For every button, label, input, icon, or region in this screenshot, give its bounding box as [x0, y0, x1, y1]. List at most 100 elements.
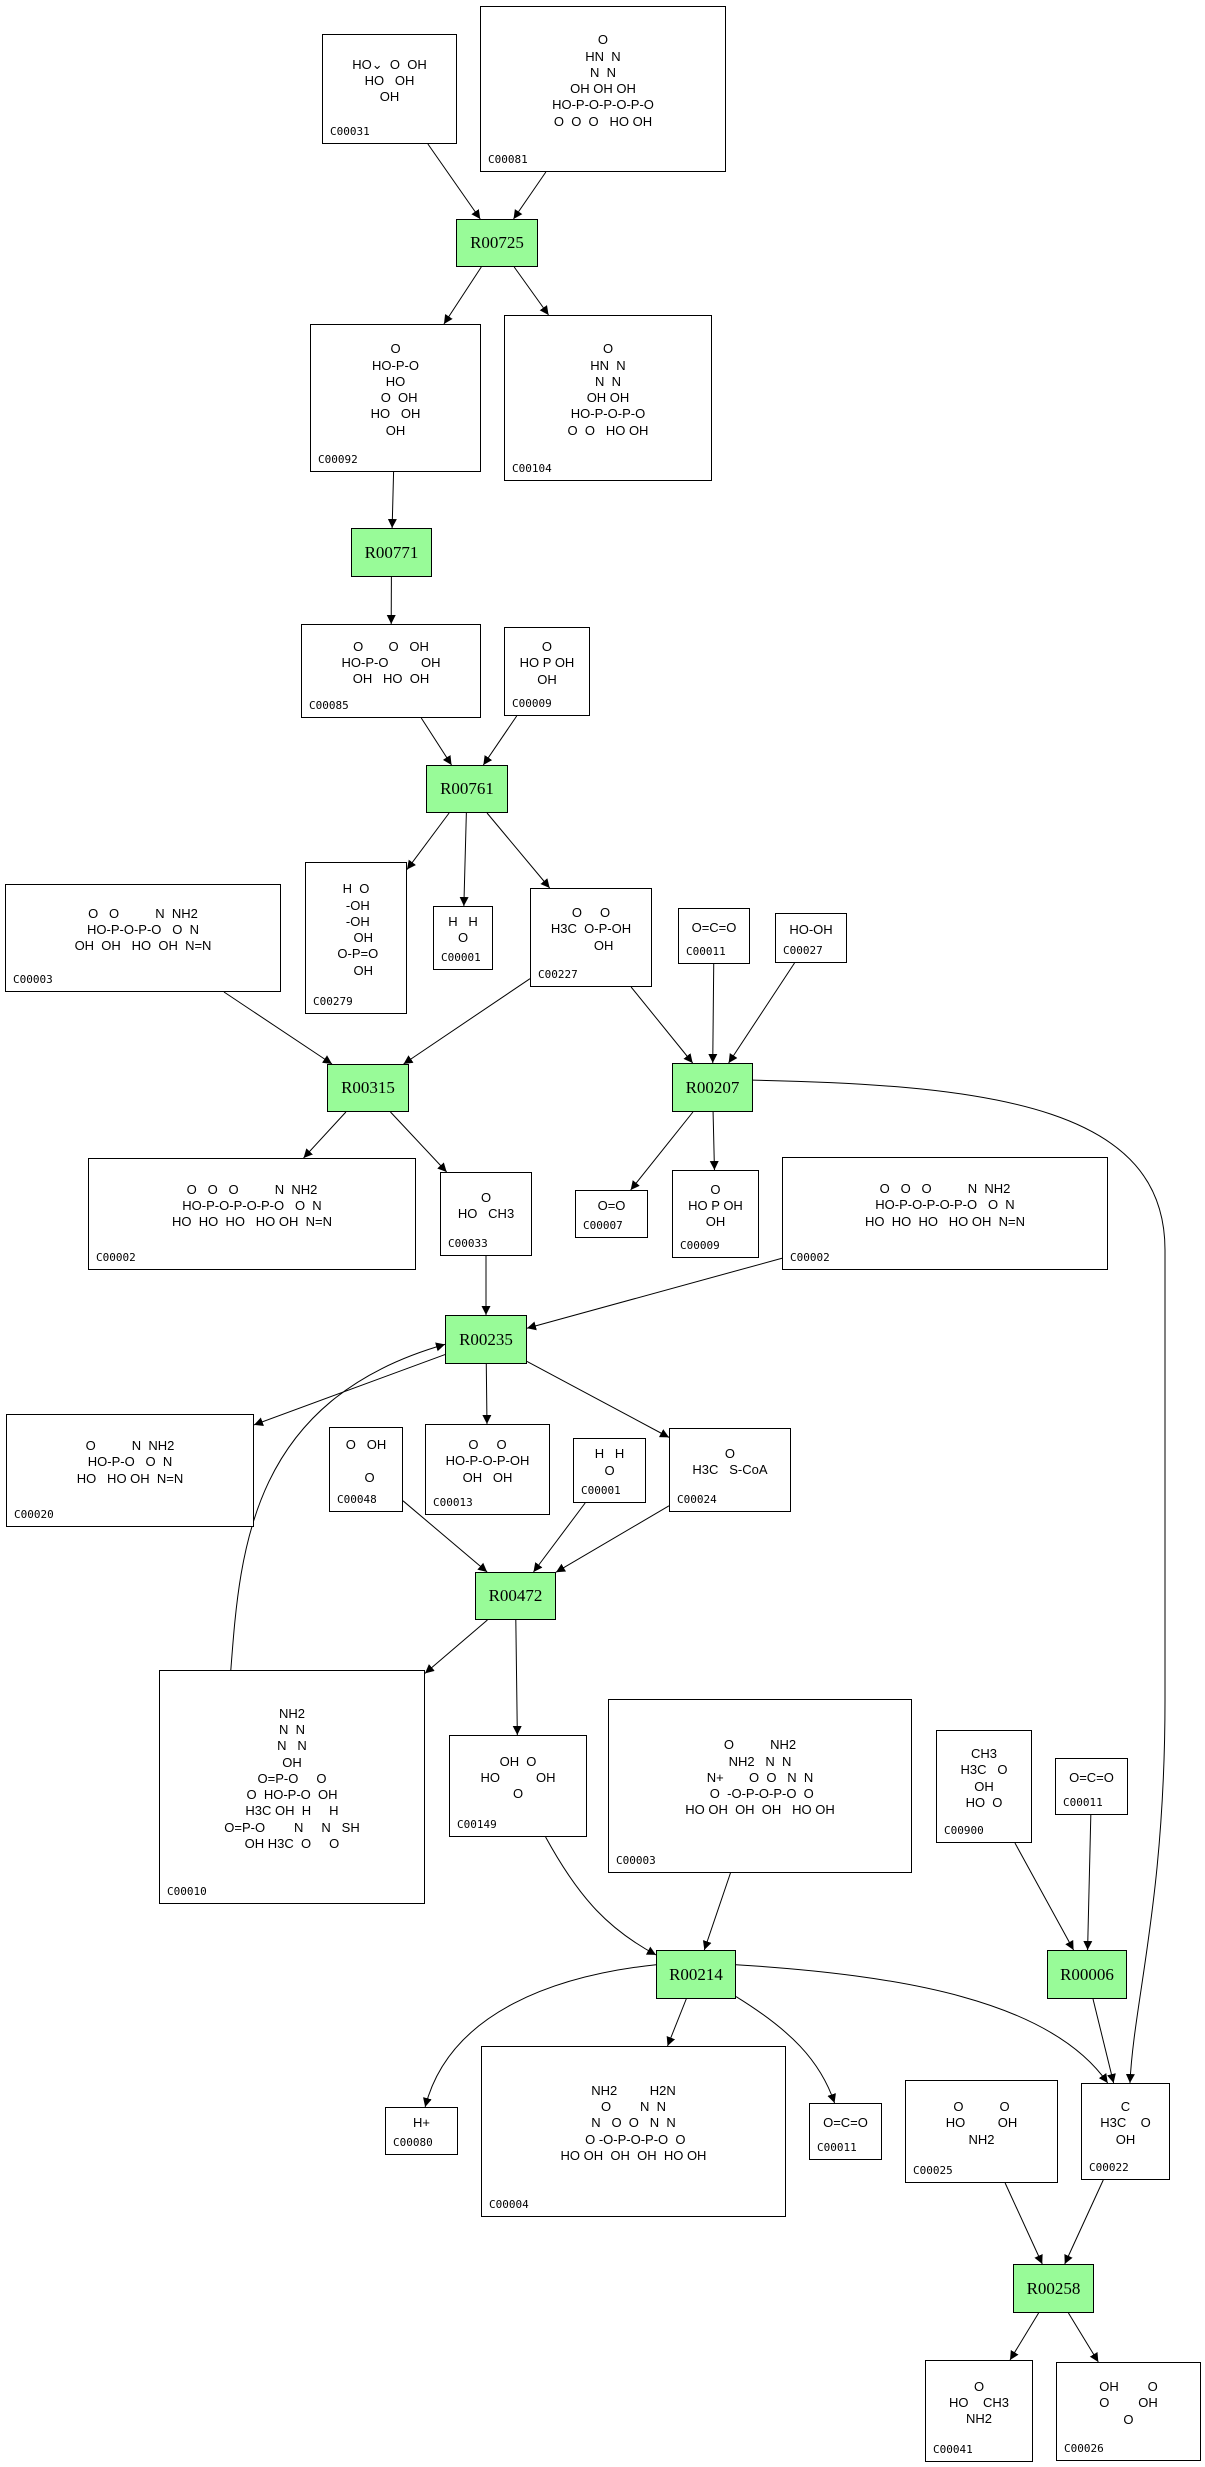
- compound-node-c00003[interactable]: O NH2 NH2 N N N+ O O N N O -O-P-O-P-O O …: [608, 1699, 912, 1873]
- structure-drawing: O O O N NH2 HO-P-O-P-O-P-O O N HO HO HO …: [865, 1181, 1025, 1229]
- reaction-label: R00761: [440, 779, 494, 798]
- structure-drawing: O=O: [597, 1197, 626, 1213]
- edge-r00761-to-c00001a: [459, 812, 469, 907]
- reaction-node-r00006[interactable]: R00006: [1047, 1950, 1127, 1999]
- reaction-node-r00258[interactable]: R00258: [1013, 2264, 1094, 2313]
- compound-node-c00092[interactable]: O HO-P-O HO O OH HO OH OH C00092: [310, 324, 481, 472]
- edge-c00092-to-r00771: [387, 471, 397, 529]
- compound-id: C00081: [488, 153, 528, 166]
- structure-drawing: OH O O OH O: [1099, 2379, 1158, 2427]
- compound-id: C00041: [933, 2443, 973, 2456]
- structure-drawing: O O HO OH NH2: [945, 2099, 1018, 2147]
- compound-id: C00080: [393, 2136, 433, 2149]
- compound-node-c00010[interactable]: NH2 N N N N OH O=P-O O O HO-P-O OH H3C O…: [159, 1670, 425, 1904]
- compound-id: C00900: [944, 1824, 984, 1837]
- compound-id: C00092: [318, 453, 358, 466]
- reaction-node-r00214[interactable]: R00214: [656, 1950, 736, 1999]
- structure-drawing: NH2 N N N N OH O=P-O O O HO-P-O OH H3C O…: [224, 1705, 360, 1851]
- edge-c00002b-to-r00235: [526, 1257, 783, 1331]
- edge-c00025-to-r00258: [1004, 2182, 1043, 2265]
- reaction-node-r00761[interactable]: R00761: [426, 765, 508, 813]
- reaction-node-r00207[interactable]: R00207: [672, 1063, 753, 1112]
- structure-drawing: O H3C S-CoA: [692, 1445, 768, 1477]
- structure-drawing: O HN N N N OH OH OH HO-P-O-P-O-P-O O O O…: [552, 32, 654, 129]
- edge-r00761-to-c00227: [486, 812, 551, 889]
- compound-node-c00007[interactable]: O=O C00007: [575, 1190, 648, 1238]
- structure-drawing: H H O: [594, 1446, 625, 1478]
- edge-r00214-to-c00004: [666, 1998, 687, 2047]
- reaction-node-r00771[interactable]: R00771: [351, 528, 432, 577]
- compound-node-c00003-adp[interactable]: O O N NH2 HO-P-O-P-O O N OH OH HO OH N=N…: [5, 884, 281, 992]
- reaction-label: R00315: [341, 1078, 395, 1097]
- compound-node-c00900[interactable]: CH3 H3C O OH HO O C00900: [936, 1730, 1032, 1843]
- compound-node-c00080[interactable]: H+ C00080: [385, 2107, 458, 2155]
- structure-drawing: O N NH2 HO-P-O O N HO HO OH N=N: [76, 1438, 184, 1486]
- structure-drawing: CH3 H3C O OH HO O: [960, 1746, 1008, 1810]
- compound-node-c00004[interactable]: NH2 H2N O N N N O O N N O -O-P-O-P-O O H…: [481, 2046, 786, 2217]
- structure-drawing: O O N NH2 HO-P-O-P-O O N OH OH HO OH N=N: [74, 905, 212, 954]
- edge-r00258-to-c00041: [1009, 2312, 1040, 2361]
- reaction-label: R00006: [1060, 1964, 1114, 1984]
- compound-id: C00011: [686, 945, 726, 958]
- edge-r00214-to-c00022: [735, 1964, 1109, 2084]
- structure-drawing: HO⌄ O OH HO OH OH: [352, 56, 427, 105]
- edge-c00900-to-r00006: [1014, 1842, 1075, 1951]
- edge-r00235-to-c00024: [526, 1360, 670, 1438]
- reaction-node-r00315[interactable]: R00315: [327, 1064, 409, 1112]
- structure-drawing: H+: [413, 2114, 430, 2130]
- compound-id: C00007: [583, 1219, 623, 1232]
- compound-id: C00009: [680, 1239, 720, 1252]
- edge-c00011b-to-r00006: [1083, 1814, 1093, 1951]
- edge-r00258-to-c00026: [1068, 2312, 1099, 2363]
- structure-drawing: NH2 H2N O N N N O O N N O -O-P-O-P-O O H…: [560, 2082, 707, 2163]
- structure-drawing: O NH2 NH2 N N N+ O O N N O -O-P-O-P-O O …: [685, 1737, 835, 1818]
- edge-c00022-to-r00258: [1064, 2179, 1104, 2265]
- reaction-node-r00235[interactable]: R00235: [445, 1315, 527, 1364]
- compound-node-c00002[interactable]: O O O N NH2 HO-P-O-P-O-P-O O N HO HO HO …: [88, 1158, 416, 1270]
- compound-id: C00149: [457, 1818, 497, 1831]
- reaction-label: R00472: [488, 1586, 543, 1605]
- structure-drawing: O HO-P-O HO O OH HO OH OH: [370, 341, 421, 438]
- edge-c00010-to-r00235: [230, 1342, 446, 1671]
- edge-c00011a-to-r00207: [708, 963, 718, 1064]
- compound-node-c00002[interactable]: O O O N NH2 HO-P-O-P-O-P-O O N HO HO HO …: [782, 1157, 1108, 1270]
- edge-c00031-to-r00725: [427, 143, 481, 220]
- structure-drawing: O=C=O: [823, 2115, 868, 2131]
- reaction-label: R00214: [669, 1964, 723, 1984]
- reaction-node-r00472[interactable]: R00472: [475, 1572, 556, 1620]
- compound-id: C00027: [783, 944, 823, 957]
- reaction-node-r00725[interactable]: R00725: [456, 219, 538, 267]
- compound-node-c00081[interactable]: O HN N N N OH OH OH HO-P-O-P-O-P-O O O O…: [480, 6, 726, 172]
- compound-node-c00020[interactable]: O N NH2 HO-P-O O N HO HO OH N=N C00020: [6, 1414, 254, 1527]
- edge-r00207-to-c00009b: [709, 1111, 719, 1171]
- compound-id: C00013: [433, 1496, 473, 1509]
- compound-id: C00020: [14, 1508, 54, 1521]
- reaction-label: R00725: [470, 233, 524, 252]
- edge-c00081-to-r00725: [513, 171, 547, 220]
- edge-c00024-to-r00472: [555, 1505, 670, 1573]
- edge-r00472-to-c00149: [512, 1619, 522, 1736]
- compound-id: C00003: [13, 973, 53, 986]
